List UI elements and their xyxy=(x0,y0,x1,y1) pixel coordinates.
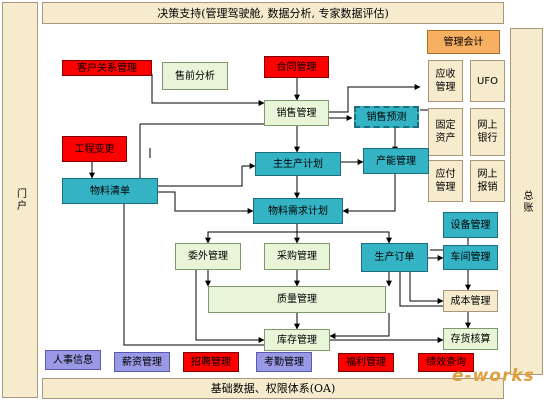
decision-support-banner: 决策支持(管理驾驶舱, 数据分析, 专家数据评估) xyxy=(42,2,504,24)
ufo-box: UFO xyxy=(470,60,505,102)
quality-box: 质量管理 xyxy=(208,286,386,313)
contract-box: 合同管理 xyxy=(264,56,329,78)
portal-panel: 门户 xyxy=(2,2,38,398)
eng-change-box: 工程变更 xyxy=(62,136,127,162)
forecast-box: 销售预测 xyxy=(354,106,419,128)
receivable-box: 应收管理 xyxy=(428,60,463,102)
purchase-box: 采购管理 xyxy=(264,243,330,270)
crm-box: 客户关系管理 xyxy=(62,60,152,76)
inventory-box: 库存管理 xyxy=(264,329,330,351)
general-ledger-panel: 总账 xyxy=(510,28,543,375)
sales-box: 销售管理 xyxy=(264,100,329,126)
attendance-box: 考勤管理 xyxy=(256,352,312,372)
presales-box: 售前分析 xyxy=(162,62,228,90)
stock-accounting-box: 存货核算 xyxy=(443,328,498,350)
online-bank-box: 网上银行 xyxy=(470,108,505,156)
outsourcing-box: 委外管理 xyxy=(175,243,241,270)
cost-box: 成本管理 xyxy=(443,290,498,312)
mps-box: 主生产计划 xyxy=(255,152,341,176)
payable-box: 应付管理 xyxy=(428,160,463,202)
fixed-assets-box: 固定资产 xyxy=(428,108,463,156)
workshop-box: 车间管理 xyxy=(443,245,498,270)
online-reimburse-box: 网上报销 xyxy=(470,160,505,202)
equipment-box: 设备管理 xyxy=(443,212,498,238)
bom-box: 物料清单 xyxy=(62,178,158,204)
mrp-box: 物料需求计划 xyxy=(253,198,343,224)
base-data-banner: 基础数据、权限体系(OA) xyxy=(42,378,504,399)
recruitment-box: 招聘管理 xyxy=(183,352,239,372)
payroll-box: 薪资管理 xyxy=(114,352,170,372)
management-accounting-box: 管理会计 xyxy=(427,30,500,54)
eworks-logo: e-works xyxy=(452,366,535,386)
hr-info-box: 人事信息 xyxy=(45,350,101,370)
benefits-box: 福利管理 xyxy=(338,353,394,372)
capacity-box: 产能管理 xyxy=(363,148,429,174)
performance-box: 绩效查询 xyxy=(418,353,474,372)
prod-order-box: 生产订单 xyxy=(361,243,428,272)
